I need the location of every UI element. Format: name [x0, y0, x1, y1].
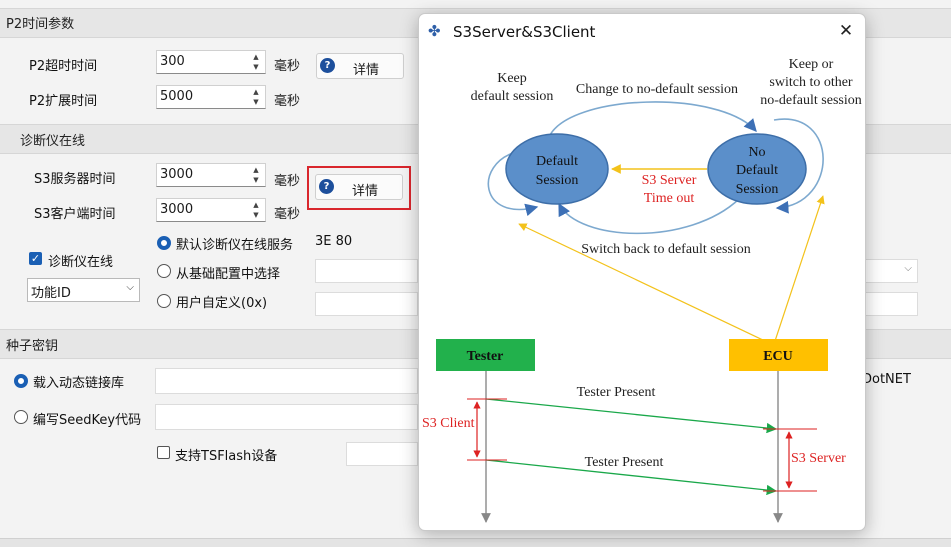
help-icon: ?	[319, 179, 334, 194]
spin-down-icon[interactable]: ▼	[253, 176, 259, 184]
s3server-label: S3服务器时间	[34, 172, 116, 187]
seed-section-title: 种子密钥	[6, 339, 59, 354]
timeout-line1: S3 Server	[642, 173, 697, 188]
default-session-line2: Session	[536, 173, 579, 188]
p2-section-title: P2时间参数	[6, 17, 75, 32]
radio-default-label: 默认诊断仪在线服务	[176, 238, 294, 253]
keep-default-line2: default session	[471, 89, 554, 104]
radio-default-service[interactable]	[157, 236, 171, 250]
func-id-value: 功能ID	[31, 286, 71, 301]
s3server-value: 3000	[160, 167, 194, 182]
default-session-line1: Default	[536, 154, 578, 169]
tester-present-2: Tester Present	[585, 455, 664, 470]
no-default-session-node	[707, 133, 807, 205]
switch-back-text: Switch back to default session	[581, 242, 751, 257]
spin-up-icon[interactable]: ▲	[253, 88, 259, 96]
timeout-line2: Time out	[644, 191, 695, 206]
ecu-label: ECU	[763, 349, 793, 364]
tsflash-label: 支持TSFlash设备	[175, 449, 278, 464]
dotnet-label: DotNET	[862, 372, 911, 387]
tester-present-1: Tester Present	[577, 385, 656, 400]
seedkey-code-input[interactable]	[155, 404, 418, 430]
keep-switch-line3: no-default session	[760, 93, 861, 108]
tsflash-input[interactable]	[346, 442, 418, 466]
keep-default-line1: Keep	[497, 71, 527, 86]
p2-timeout-unit: 毫秒	[274, 59, 301, 74]
p2-timeout-label: P2超时时间	[29, 59, 98, 74]
p2-detail-button[interactable]: ? 详情	[316, 53, 404, 79]
radio-dll-label: 载入动态链接库	[33, 376, 125, 391]
base-config-select[interactable]	[315, 259, 418, 283]
keep-switch-line2: switch to other	[769, 75, 853, 90]
spin-up-icon[interactable]: ▲	[253, 166, 259, 174]
no-default-line1: No	[748, 145, 765, 160]
keep-switch-line1: Keep or	[789, 57, 834, 72]
online-checkbox-label: 诊断仪在线	[48, 255, 114, 270]
s3client-label: S3客户端时间	[34, 207, 116, 222]
bottom-strip	[0, 538, 951, 547]
s3-server-label: S3 Server	[791, 451, 846, 466]
s3-client-label: S3 Client	[422, 416, 475, 431]
spin-down-icon[interactable]: ▼	[253, 98, 259, 106]
spin-up-icon[interactable]: ▲	[253, 53, 259, 61]
puzzle-icon: ✤	[428, 22, 441, 40]
change-non-default-text: Change to no-default session	[576, 82, 738, 97]
online-detail-label: 详情	[352, 184, 379, 199]
p2-timeout-value: 300	[160, 54, 185, 69]
p2-detail-label: 详情	[353, 63, 380, 78]
radio-seedkey-label: 编写SeedKey代码	[33, 413, 142, 428]
online-section-title: 诊断仪在线	[20, 134, 86, 149]
radio-dll[interactable]	[14, 374, 28, 388]
tester-label: Tester	[467, 349, 504, 364]
radio-base-label: 从基础配置中选择	[176, 267, 281, 282]
chevron-down-icon: ⌵	[904, 263, 912, 274]
custom-input[interactable]	[315, 292, 418, 316]
p2-ext-value: 5000	[160, 89, 194, 104]
default-session-node	[505, 133, 609, 205]
dll-path-input[interactable]	[155, 368, 418, 394]
s3client-value: 3000	[160, 202, 194, 217]
spin-down-icon[interactable]: ▼	[253, 63, 259, 71]
no-default-line3: Session	[736, 182, 779, 197]
s3client-unit: 毫秒	[274, 207, 301, 222]
s3-diagram: Keep default session Change to no-defaul…	[422, 57, 862, 523]
chevron-down-icon: ⌵	[126, 282, 134, 293]
radio-seedkey-code[interactable]	[14, 410, 28, 424]
spin-up-icon[interactable]: ▲	[253, 201, 259, 209]
s3server-unit: 毫秒	[274, 174, 301, 189]
s3client-spinbox[interactable]: 3000 ▲ ▼	[156, 198, 266, 222]
ecu-box	[729, 339, 828, 371]
dialog-title: S3Server&S3Client	[453, 23, 596, 41]
highlight-box	[307, 166, 411, 210]
default-service-value: 3E 80	[315, 234, 353, 249]
s3server-spinbox[interactable]: 3000 ▲ ▼	[156, 163, 266, 187]
radio-custom[interactable]	[157, 294, 171, 308]
func-id-select[interactable]: 功能ID ⌵	[27, 278, 140, 302]
online-checkbox[interactable]: ✓	[29, 252, 42, 265]
radio-custom-label: 用户自定义(0x)	[176, 296, 268, 311]
s3-dialog: ✤ S3Server&S3Client ✕	[418, 13, 866, 531]
p2-ext-unit: 毫秒	[274, 94, 301, 109]
no-default-line2: Default	[736, 163, 778, 178]
p2-ext-spinbox[interactable]: 5000 ▲ ▼	[156, 85, 266, 109]
base-config-select-end[interactable]: ⌵	[864, 259, 918, 283]
radio-base-config[interactable]	[157, 264, 171, 278]
spin-down-icon[interactable]: ▼	[253, 211, 259, 219]
close-icon[interactable]: ✕	[838, 21, 854, 41]
help-icon: ?	[320, 58, 335, 73]
tester-box	[436, 339, 535, 371]
p2-ext-label: P2扩展时间	[29, 94, 98, 109]
custom-input-end[interactable]	[864, 292, 918, 316]
online-detail-button[interactable]: ? 详情	[315, 174, 403, 200]
p2-timeout-spinbox[interactable]: 300 ▲ ▼	[156, 50, 266, 74]
tsflash-checkbox[interactable]	[157, 446, 170, 459]
